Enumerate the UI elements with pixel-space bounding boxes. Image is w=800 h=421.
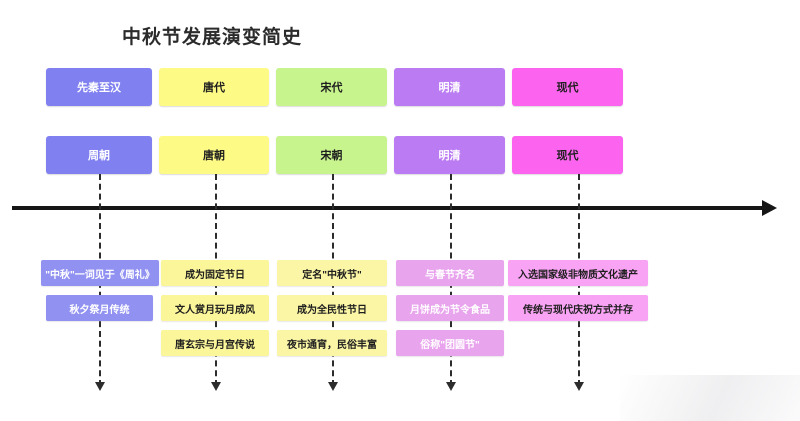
- fact-box-3-3: 夜市通宵，民俗丰富: [277, 330, 387, 356]
- era-box-top-5: 现代: [512, 68, 623, 106]
- fact-box-2-3: 唐玄宗与月宫传说: [161, 330, 269, 356]
- time-axis-line: [12, 206, 764, 210]
- fact-box-2-2: 文人赏月玩月成风: [161, 295, 269, 321]
- fact-box-4-2: 月饼成为节令食品: [396, 295, 504, 321]
- connector-arrow-icon-2: [211, 382, 221, 391]
- time-axis-arrow-icon: [762, 200, 777, 216]
- era-box-top-1: 先秦至汉: [46, 68, 152, 106]
- era-box-bottom-3: 宋朝: [276, 136, 387, 174]
- era-box-top-4: 明清: [394, 68, 505, 106]
- fact-box-5-2: 传统与现代庆祝方式并存: [508, 295, 648, 321]
- era-box-bottom-4: 明清: [394, 136, 505, 174]
- era-box-bottom-2: 唐朝: [159, 136, 269, 174]
- connector-arrow-icon-5: [574, 382, 584, 391]
- fact-box-3-1: 定名"中秋节": [277, 260, 387, 286]
- fact-box-4-1: 与春节齐名: [396, 260, 504, 286]
- era-box-top-2: 唐代: [159, 68, 269, 106]
- era-box-top-3: 宋代: [276, 68, 387, 106]
- fact-box-4-3: 俗称"团圆节": [396, 330, 504, 356]
- corner-gradient: [620, 375, 800, 421]
- fact-box-3-2: 成为全民性节日: [277, 295, 387, 321]
- connector-arrow-icon-3: [328, 382, 338, 391]
- page-title: 中秋节发展演变简史: [122, 27, 303, 48]
- connector-arrow-icon-4: [446, 382, 456, 391]
- fact-box-1-1: "中秋"一词见于《周礼》: [41, 260, 159, 286]
- era-box-bottom-1: 周朝: [46, 136, 152, 174]
- fact-box-1-2: 秋夕祭月传统: [46, 295, 153, 321]
- fact-box-5-1: 入选国家级非物质文化遗产: [508, 260, 648, 286]
- era-box-bottom-5: 现代: [512, 136, 623, 174]
- fact-box-2-1: 成为固定节日: [161, 260, 269, 286]
- connector-arrow-icon-1: [95, 382, 105, 391]
